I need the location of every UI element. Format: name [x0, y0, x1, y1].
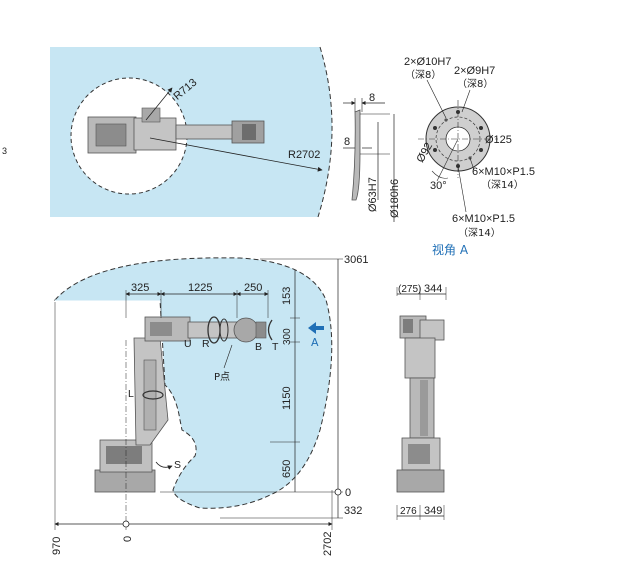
top-view-outer-arc: [317, 46, 333, 218]
arrow-a-label: A: [311, 336, 319, 349]
top-view-robot: [87, 107, 265, 154]
dim-bottom-zero: 0: [122, 536, 134, 542]
axis-r-label: R: [202, 338, 210, 350]
dim-250: 250: [244, 282, 262, 294]
flange-top-dim: 8: [369, 92, 375, 104]
axis-b-label: B: [255, 341, 262, 353]
screw1-depth: （深14）: [481, 179, 524, 191]
screw2-depth: （深14）: [458, 227, 501, 239]
axis-l-label: L: [128, 388, 134, 400]
side-view: P点 U R B T L S A 325 1225 250 153 300 11…: [51, 254, 368, 556]
flange-face-view: 2×Ø10H7 （深8） 2×Ø9H7 （深8） Ø125 Ø92 6×M10×…: [404, 56, 535, 257]
dim-153: 153: [281, 287, 293, 305]
left-edge-mark: 3: [2, 146, 7, 156]
axis-t-label: T: [272, 341, 279, 353]
dim-zero-right: 0: [345, 487, 351, 499]
flange-bore-dim: Ø63H7: [367, 177, 379, 212]
axis-s-label: S: [174, 459, 181, 471]
view-a-label: 视角 A: [432, 242, 469, 257]
side-view-robot: [94, 316, 273, 493]
axis-u-label: U: [184, 338, 192, 350]
arrow-a-icon: [308, 322, 324, 334]
pin1-spec: 2×Ø10H7: [404, 56, 451, 68]
dim-349: 349: [424, 505, 442, 517]
flange-mid-dim: 8: [344, 136, 350, 148]
flange-side-view: 8 8 Ø63H7 Ø180h6: [343, 92, 401, 222]
dim-650: 650: [281, 460, 293, 478]
p-point-label: P点: [214, 371, 230, 383]
side-view-reach-area: [53, 257, 333, 509]
flange-outer-dim: Ø180h6: [389, 179, 401, 218]
pin2-spec: 2×Ø9H7: [454, 65, 495, 77]
dim-325: 325: [131, 282, 149, 294]
dim-344: 344: [424, 283, 442, 295]
dim-3061: 3061: [344, 254, 368, 266]
front-view-robot: [396, 315, 445, 493]
angle-30: 30°: [430, 180, 447, 192]
dim-276: 276: [400, 506, 417, 517]
dim-275: (275): [398, 284, 421, 295]
dim-332: 332: [344, 505, 362, 517]
dim-300: 300: [282, 328, 293, 345]
pin2-depth: （深8）: [457, 78, 493, 90]
screw1-spec: 6×M10×P1.5: [472, 166, 535, 178]
radius-r2702-label: R2702: [288, 149, 320, 161]
dim-2702: 2702: [322, 532, 334, 556]
pcd-125: Ø125: [485, 134, 512, 146]
screw2-spec: 6×M10×P1.5: [452, 213, 515, 225]
dim-1150: 1150: [281, 386, 293, 410]
pin1-depth: （深8）: [405, 69, 441, 81]
front-view: (275) 344 276 349: [396, 283, 447, 520]
dim-970: 970: [51, 537, 63, 555]
top-view: R713 R2702: [50, 46, 333, 218]
dim-1225: 1225: [188, 282, 212, 294]
